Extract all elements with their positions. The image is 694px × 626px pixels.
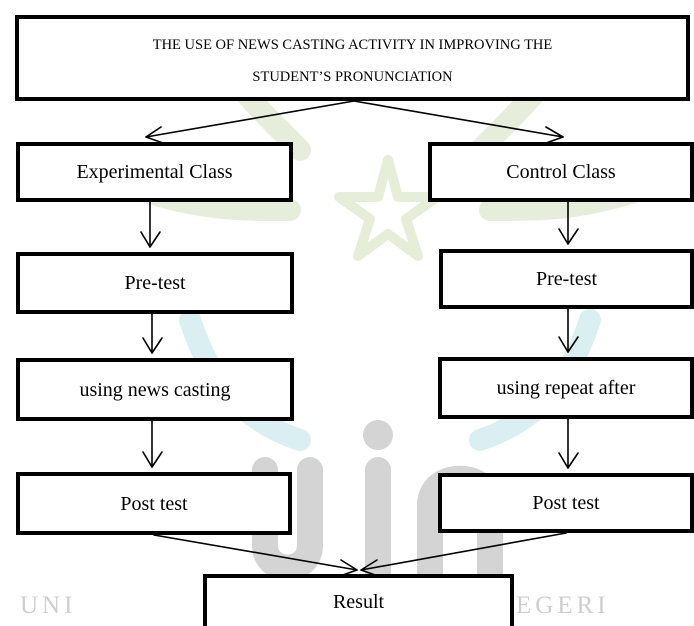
arrow-news-casting-to-posttest (142, 420, 163, 468)
arrow-left-posttest-to-result (153, 534, 358, 577)
experimental-posttest-box: Post test (16, 472, 292, 535)
control-posttest-box: Post test (438, 473, 694, 533)
arrow-title-to-experimental (145, 100, 355, 144)
arrow-control-to-pretest (558, 201, 579, 245)
arrow-title-to-control (353, 100, 564, 144)
repeat-after-box: using repeat after (438, 357, 694, 419)
control-pretest-label: Pre-test (535, 268, 598, 290)
news-casting-box: using news casting (16, 358, 294, 421)
title-line-2: STUDENT’S PRONUNCIATION (252, 69, 453, 85)
experimental-pretest-box: Pre-test (16, 252, 294, 314)
result-box: Result (203, 574, 514, 626)
experimental-pretest-label: Pre-test (124, 272, 186, 294)
result-label: Result (332, 591, 385, 613)
experimental-posttest-label: Post test (120, 492, 188, 515)
title-line-1: THE USE OF NEWS CASTING ACTIVITY IN IMPR… (152, 36, 553, 53)
arrow-pretest-to-news-casting (142, 313, 163, 354)
experimental-class-label: Experimental Class (76, 161, 233, 183)
arrow-experimental-to-pretest (140, 201, 161, 248)
control-class-label: Control Class (506, 161, 616, 183)
experimental-class-box: Experimental Class (16, 142, 293, 202)
arrow-pretest-to-repeat-after (558, 308, 579, 353)
control-class-box: Control Class (428, 142, 694, 202)
control-posttest-label: Post test (532, 492, 600, 514)
arrow-repeat-after-to-posttest (558, 418, 579, 469)
news-casting-label: using news casting (79, 378, 231, 401)
arrow-right-posttest-to-result (360, 532, 567, 577)
control-pretest-box: Pre-test (439, 249, 694, 309)
repeat-after-label: using repeat after (496, 377, 636, 399)
title-box: THE USE OF NEWS CASTING ACTIVITY IN IMPR… (15, 15, 690, 101)
